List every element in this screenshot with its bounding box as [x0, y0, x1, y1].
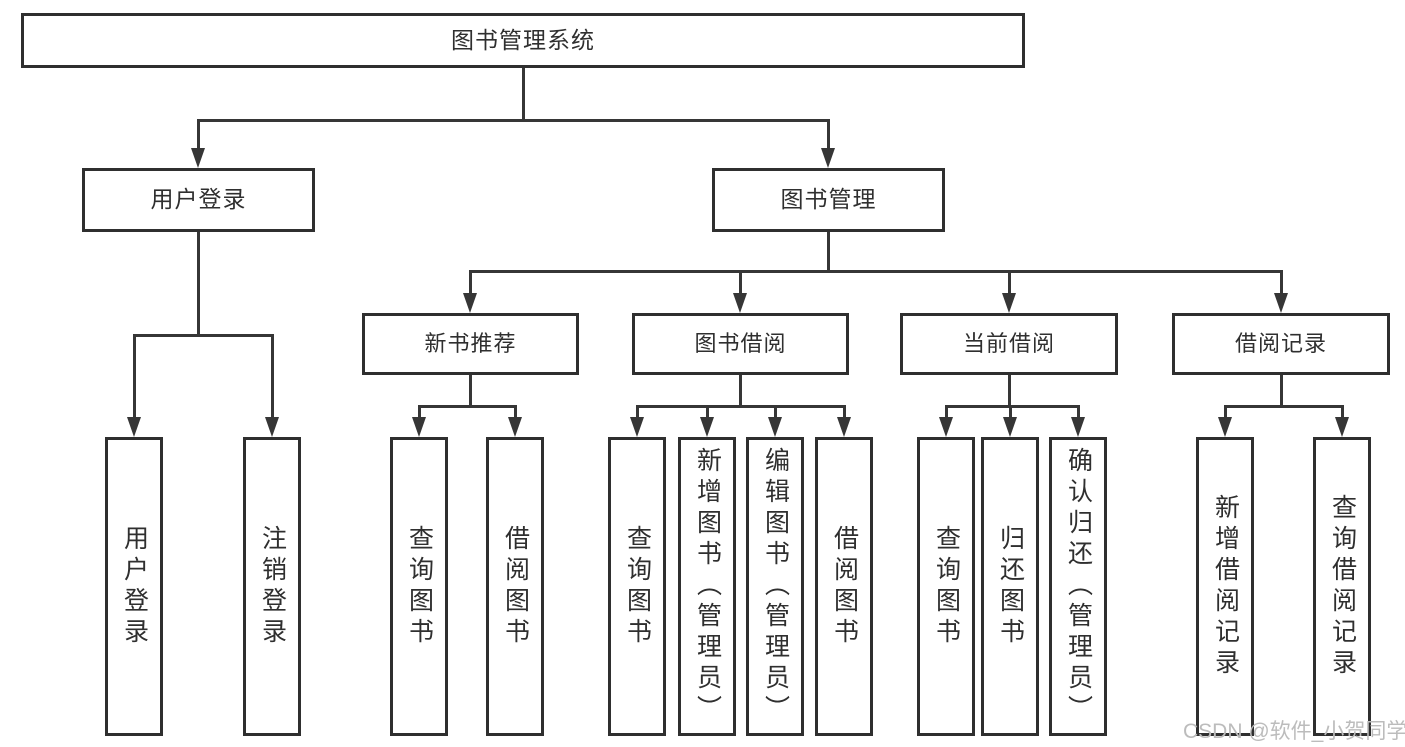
csdn-watermark: CSDN @软件_小贺同学 — [1183, 720, 1405, 743]
connector-line — [1008, 270, 1011, 297]
node-label: 查询借阅记录 — [1328, 493, 1357, 680]
connector-line — [469, 270, 472, 297]
node-borrowing-records: 借阅记录 — [1172, 313, 1390, 375]
arrow-down-icon — [630, 417, 644, 437]
arrow-down-icon — [837, 417, 851, 437]
leaf-edit-books-admin: 编辑图书（管理员） — [746, 437, 804, 736]
arrow-down-icon — [1335, 417, 1349, 437]
connector-line — [827, 119, 830, 152]
connector-line — [197, 119, 830, 122]
connector-line — [827, 232, 830, 273]
arrow-down-icon — [768, 417, 782, 437]
connector-line — [1280, 375, 1283, 408]
arrow-down-icon — [700, 417, 714, 437]
node-label: 图书管理系统 — [451, 26, 595, 53]
connector-line — [636, 405, 845, 408]
arrow-down-icon — [508, 417, 522, 437]
connector-line — [945, 405, 1080, 408]
connector-line — [197, 119, 200, 152]
node-book-borrowing: 图书借阅 — [632, 313, 849, 375]
arrow-down-icon — [733, 293, 747, 313]
arrow-down-icon — [1003, 417, 1017, 437]
connector-line — [469, 375, 472, 408]
connector-line — [133, 334, 274, 337]
connector-line — [1341, 405, 1344, 423]
connector-line — [1280, 270, 1283, 297]
leaf-search-books-2: 查询图书 — [608, 437, 666, 736]
connector-line — [945, 405, 948, 423]
leaf-search-borrow-record: 查询借阅记录 — [1313, 437, 1371, 736]
node-label: 注销登录 — [258, 524, 287, 649]
leaf-return-books: 归还图书 — [981, 437, 1039, 736]
connector-line — [739, 270, 742, 297]
node-label: 借阅记录 — [1234, 330, 1327, 356]
node-new-book-recommendation: 新书推荐 — [362, 313, 579, 375]
node-label: 查询图书 — [405, 524, 434, 649]
leaf-user-login: 用户登录 — [105, 437, 163, 736]
connector-line — [133, 334, 136, 421]
arrow-down-icon — [821, 148, 835, 168]
connector-line — [469, 270, 1283, 273]
leaf-search-books-1: 查询图书 — [390, 437, 448, 736]
node-library-system-root: 图书管理系统 — [21, 13, 1025, 68]
node-current-borrowing: 当前借阅 — [900, 313, 1118, 375]
node-label: 新增图书（管理员） — [693, 447, 722, 726]
arrow-down-icon — [412, 417, 426, 437]
leaf-confirm-return-admin: 确认归还（管理员） — [1049, 437, 1107, 736]
arrow-down-icon — [463, 293, 477, 313]
connector-line — [1008, 375, 1011, 408]
connector-line — [418, 405, 517, 408]
arrow-down-icon — [265, 417, 279, 437]
arrow-down-icon — [1218, 417, 1232, 437]
node-label: 当前借阅 — [962, 330, 1055, 356]
leaf-logout: 注销登录 — [243, 437, 301, 736]
node-label: 借阅图书 — [501, 524, 530, 649]
node-label: 新书推荐 — [424, 330, 517, 356]
node-label: 查询图书 — [623, 524, 652, 649]
node-label: 图书借阅 — [694, 330, 787, 356]
arrow-down-icon — [191, 148, 205, 168]
node-label: 借阅图书 — [830, 524, 859, 649]
node-label: 图书管理 — [780, 186, 877, 213]
arrow-down-icon — [939, 417, 953, 437]
arrow-down-icon — [1002, 293, 1016, 313]
node-label: 用户登录 — [120, 524, 149, 649]
arrow-down-icon — [1274, 293, 1288, 313]
connector-line — [271, 334, 274, 421]
arrow-down-icon — [127, 417, 141, 437]
leaf-add-books-admin: 新增图书（管理员） — [678, 437, 736, 736]
node-label: 确认归还（管理员） — [1064, 447, 1093, 726]
connector-line — [774, 405, 777, 423]
connector-line — [636, 405, 639, 423]
leaf-add-borrow-record: 新增借阅记录 — [1196, 437, 1254, 736]
connector-line — [1009, 405, 1012, 423]
connector-line — [197, 232, 200, 337]
leaf-borrow-books-1: 借阅图书 — [486, 437, 544, 736]
node-label: 用户登录 — [150, 186, 247, 213]
connector-line — [706, 405, 709, 423]
node-user-login: 用户登录 — [82, 168, 315, 232]
node-label: 归还图书 — [996, 524, 1025, 649]
connector-line — [1077, 405, 1080, 423]
node-label: 查询图书 — [932, 524, 961, 649]
leaf-search-books-3: 查询图书 — [917, 437, 975, 736]
connector-line — [522, 68, 525, 121]
connector-line — [739, 375, 742, 408]
connector-line — [1224, 405, 1344, 408]
connector-line — [418, 405, 421, 423]
connector-line — [843, 405, 846, 423]
arrow-down-icon — [1071, 417, 1085, 437]
connector-line — [1224, 405, 1227, 423]
leaf-borrow-books-2: 借阅图书 — [815, 437, 873, 736]
connector-line — [514, 405, 517, 423]
node-label: 新增借阅记录 — [1211, 493, 1240, 680]
node-label: 编辑图书（管理员） — [761, 447, 790, 726]
node-book-management: 图书管理 — [712, 168, 945, 232]
